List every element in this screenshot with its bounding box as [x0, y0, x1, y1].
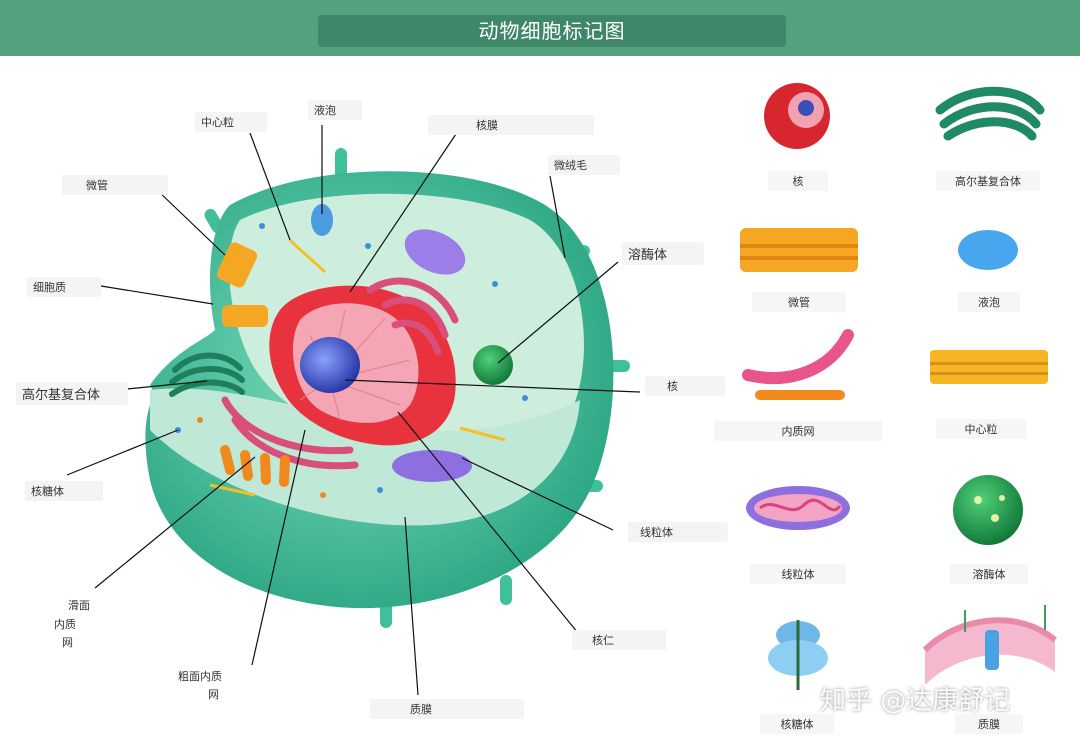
label-lysosome: 溶酶体	[622, 242, 704, 265]
label-rough-er-line2: 网	[208, 688, 219, 701]
leader-lines	[66, 125, 641, 696]
membrane-icon	[922, 605, 1057, 685]
legend-caption-golgi: 高尔基复合体	[936, 171, 1040, 191]
yellow-rod-bottom	[209, 483, 256, 497]
label-rough-er-line1: 粗面内质	[178, 670, 222, 683]
rough-er	[221, 277, 459, 470]
label-cytoplasm: 细胞质	[27, 277, 101, 297]
legend-icons	[740, 83, 1057, 690]
nucleus-icon	[764, 83, 830, 149]
label-nucleus: 核	[645, 376, 725, 396]
legend-caption-er: 内质网	[714, 421, 882, 441]
label-nucleolus: 核仁	[572, 630, 666, 650]
label-mitochondria: 线粒体	[628, 522, 728, 542]
label-golgi: 高尔基复合体	[16, 382, 128, 405]
legend-caption-lysosome: 溶酶体	[950, 564, 1028, 584]
legend-caption-centriole: 中心粒	[936, 419, 1026, 439]
centriole-icon	[930, 350, 1048, 384]
label-ribosome: 核糖体	[25, 481, 103, 501]
yellow-rod-right	[459, 426, 506, 442]
ribosome-dots	[175, 223, 528, 498]
legend-caption-membrane: 质膜	[955, 714, 1023, 734]
cytoplasm-floor	[150, 388, 580, 526]
vacuole-in-cell	[311, 204, 333, 236]
centriole-in-cell	[288, 238, 327, 274]
watermark: 知乎 @达康舒记	[820, 686, 1011, 716]
page-title: 动物细胞标记图	[318, 15, 786, 47]
ribosome-icon	[768, 620, 828, 690]
label-smooth-er-line1: 滑面	[68, 599, 90, 612]
legend-caption-nucleus: 核	[768, 171, 828, 191]
legend-caption-microtubule: 微管	[752, 292, 846, 312]
label-plasma-membrane: 质膜	[370, 699, 524, 719]
smooth-er	[220, 445, 290, 487]
vacuole-icon	[958, 230, 1018, 270]
golgi-in-cell	[169, 352, 245, 397]
lysosome-icon	[953, 475, 1023, 545]
legend-caption-mitochondria: 线粒体	[750, 564, 846, 584]
label-smooth-er-line2: 内质	[54, 618, 76, 631]
mitochondrion-bottom	[392, 450, 472, 482]
label-microvilli: 微绒毛	[548, 155, 620, 175]
legend-caption-ribosome: 核糖体	[760, 714, 834, 734]
legend-caption-vacuole: 液泡	[958, 292, 1020, 312]
label-microtubule: 微管	[62, 175, 168, 195]
mitochondria-icon	[746, 486, 850, 530]
label-centriole: 中心粒	[195, 112, 267, 132]
er-icon	[742, 329, 854, 400]
nucleolus-shape	[300, 337, 360, 393]
microtubules-in-cell	[216, 242, 268, 327]
animal-cell	[145, 148, 630, 628]
label-nuclear-membrane: 核膜	[428, 115, 594, 135]
label-vacuole: 液泡	[308, 100, 362, 120]
golgi-icon	[935, 86, 1045, 141]
label-smooth-er-line3: 网	[62, 636, 73, 649]
lysosome-in-cell	[473, 345, 513, 385]
mitochondrion-top	[404, 229, 466, 275]
microtubule-icon	[740, 228, 858, 272]
